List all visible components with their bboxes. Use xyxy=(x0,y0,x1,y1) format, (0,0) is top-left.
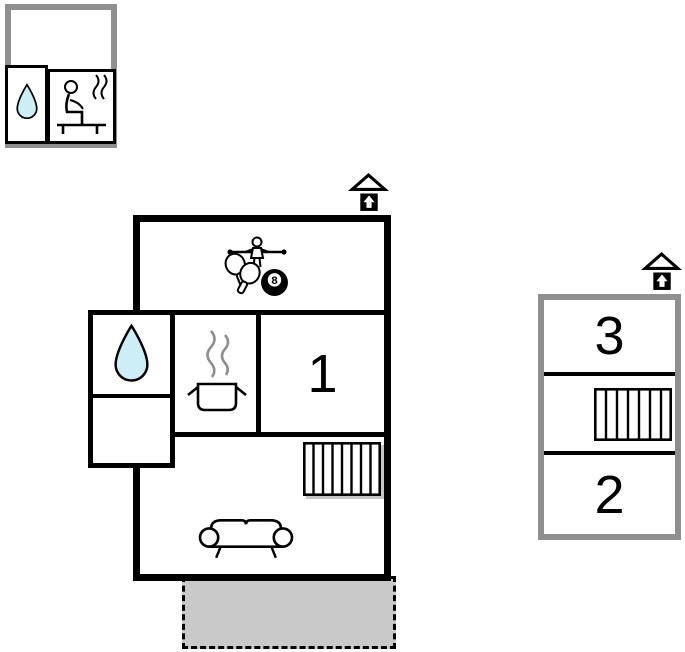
stairs-icon xyxy=(593,387,673,442)
interior-wall-vertical xyxy=(256,310,261,437)
sauna-person-icon xyxy=(53,73,111,140)
interior-wall-horizontal-bottom xyxy=(170,432,391,437)
annex-sauna-cell xyxy=(47,69,116,144)
house-entrance-icon xyxy=(348,172,389,214)
billiard-8-ball-icon: 8 xyxy=(260,268,289,297)
upper-divider-wall-top xyxy=(544,372,675,376)
table-tennis-paddles-icon xyxy=(221,251,265,297)
upper-floor-outline xyxy=(538,294,681,540)
water-drop-icon xyxy=(14,82,40,127)
bathroom-protrusion xyxy=(88,310,175,468)
room-label-1: 1 xyxy=(307,343,338,404)
billiard-ball-number: 8 xyxy=(271,275,277,287)
protrusion-divider-wall xyxy=(93,394,170,398)
annex-bathroom-cell xyxy=(5,65,48,144)
table-football-player-icon xyxy=(226,236,288,270)
interior-wall-horizontal-top xyxy=(133,310,391,315)
upper-divider-wall-bottom xyxy=(544,451,675,455)
stairs-icon xyxy=(302,441,382,497)
terrace xyxy=(182,576,396,649)
room-label-2: 2 xyxy=(594,464,625,525)
room-label-3: 3 xyxy=(594,306,625,366)
cooking-pot-steam-icon xyxy=(186,328,248,416)
water-drop-icon xyxy=(109,323,154,384)
house-entrance-icon xyxy=(641,251,682,293)
sofa-icon xyxy=(198,506,294,562)
